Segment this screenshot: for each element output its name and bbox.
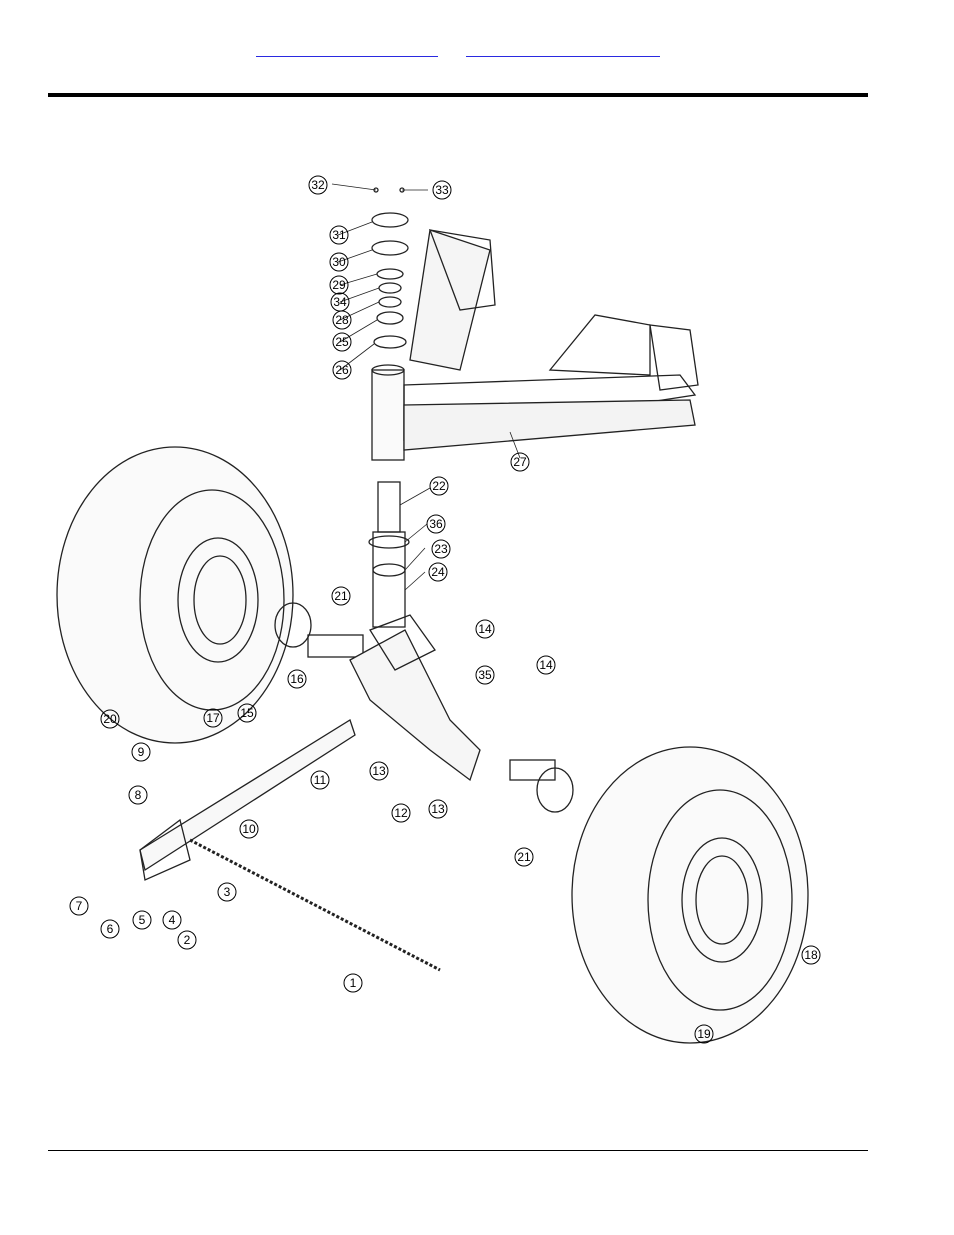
svg-text:22: 22 — [432, 479, 446, 493]
svg-text:32: 32 — [311, 178, 325, 192]
header-rule — [48, 93, 868, 97]
callout-13a: 13 — [369, 761, 389, 781]
svg-text:21: 21 — [334, 589, 348, 603]
callout-10: 10 — [239, 819, 259, 839]
svg-text:28: 28 — [335, 313, 349, 327]
svg-text:8: 8 — [135, 788, 142, 802]
svg-text:36: 36 — [429, 517, 443, 531]
footer-rule — [48, 1150, 868, 1151]
callout-1: 1 — [343, 973, 363, 993]
svg-text:9: 9 — [138, 745, 145, 759]
callout-28: 28 — [332, 310, 352, 330]
callout-30: 30 — [329, 252, 349, 272]
svg-text:5: 5 — [139, 913, 146, 927]
callout-22: 22 — [429, 476, 449, 496]
callout-7: 7 — [69, 896, 89, 916]
svg-text:19: 19 — [697, 1027, 711, 1041]
callout-34: 34 — [330, 292, 350, 312]
svg-text:11: 11 — [314, 773, 327, 787]
left-tire-drawing — [56, 446, 294, 744]
svg-text:18: 18 — [804, 948, 818, 962]
header-link-1[interactable] — [256, 38, 438, 57]
callout-32: 32 — [308, 175, 328, 195]
svg-text:33: 33 — [435, 183, 449, 197]
frame-drawing — [371, 229, 699, 461]
callout-4: 4 — [162, 910, 182, 930]
callout-9: 9 — [131, 742, 151, 762]
svg-text:14: 14 — [478, 622, 492, 636]
callout-25: 25 — [332, 332, 352, 352]
callout-35: 35 — [475, 665, 495, 685]
svg-text:13: 13 — [431, 802, 445, 816]
callout-29: 29 — [329, 275, 349, 295]
svg-text:34: 34 — [333, 295, 347, 309]
header-link-2[interactable] — [466, 38, 660, 57]
svg-text:2: 2 — [184, 933, 191, 947]
svg-text:35: 35 — [478, 668, 492, 682]
callout-6: 6 — [100, 919, 120, 939]
svg-text:7: 7 — [76, 899, 83, 913]
callout-21b: 21 — [514, 847, 534, 867]
callout-5: 5 — [132, 910, 152, 930]
callout-15: 15 — [237, 703, 257, 723]
svg-text:13: 13 — [372, 764, 386, 778]
callout-21a: 21 — [331, 586, 351, 606]
svg-text:30: 30 — [332, 255, 346, 269]
svg-text:16: 16 — [290, 672, 304, 686]
svg-text:20: 20 — [103, 712, 117, 726]
svg-text:31: 31 — [332, 228, 346, 242]
callout-31: 31 — [329, 225, 349, 245]
svg-text:10: 10 — [242, 822, 256, 836]
callout-24: 24 — [428, 562, 448, 582]
bearing-stack-drawing — [371, 187, 409, 349]
svg-text:6: 6 — [107, 922, 114, 936]
callout-23: 23 — [431, 539, 451, 559]
svg-text:4: 4 — [169, 913, 176, 927]
callout-33: 33 — [432, 180, 452, 200]
callout-13b: 13 — [428, 799, 448, 819]
callout-19: 19 — [694, 1024, 714, 1044]
svg-text:26: 26 — [335, 363, 349, 377]
tongue-drawing — [139, 719, 356, 881]
svg-text:27: 27 — [513, 455, 527, 469]
callout-2: 2 — [177, 930, 197, 950]
svg-text:14: 14 — [539, 658, 553, 672]
callout-11: 11 — [310, 770, 330, 790]
chain-drawing — [189, 838, 441, 972]
callout-16: 16 — [287, 669, 307, 689]
svg-text:25: 25 — [335, 335, 349, 349]
right-tire-drawing — [571, 746, 809, 1044]
svg-text:24: 24 — [431, 565, 445, 579]
callout-18: 18 — [801, 945, 821, 965]
svg-text:17: 17 — [206, 711, 220, 725]
svg-text:15: 15 — [240, 706, 254, 720]
callout-8: 8 — [128, 785, 148, 805]
callout-36: 36 — [426, 514, 446, 534]
callout-14b: 14 — [536, 655, 556, 675]
svg-text:29: 29 — [332, 278, 346, 292]
hub-drawings — [274, 602, 574, 813]
callout-12: 12 — [391, 803, 411, 823]
spindle-drawing — [368, 481, 410, 628]
callout-26: 26 — [332, 360, 352, 380]
callout-20: 20 — [100, 709, 120, 729]
exploded-parts-diagram: 1 2 3 4 5 6 7 8 9 10 11 12 13 13 14 14 1… — [56, 175, 821, 1044]
callout-3: 3 — [217, 882, 237, 902]
callout-17: 17 — [203, 708, 223, 728]
svg-text:3: 3 — [224, 885, 231, 899]
axle-yoke-drawing — [349, 614, 481, 782]
svg-text:12: 12 — [394, 806, 408, 820]
svg-text:23: 23 — [434, 542, 448, 556]
callout-14a: 14 — [475, 619, 495, 639]
svg-text:21: 21 — [517, 850, 531, 864]
svg-text:1: 1 — [350, 976, 357, 990]
leader-lines — [331, 183, 521, 591]
callout-27: 27 — [510, 452, 530, 472]
